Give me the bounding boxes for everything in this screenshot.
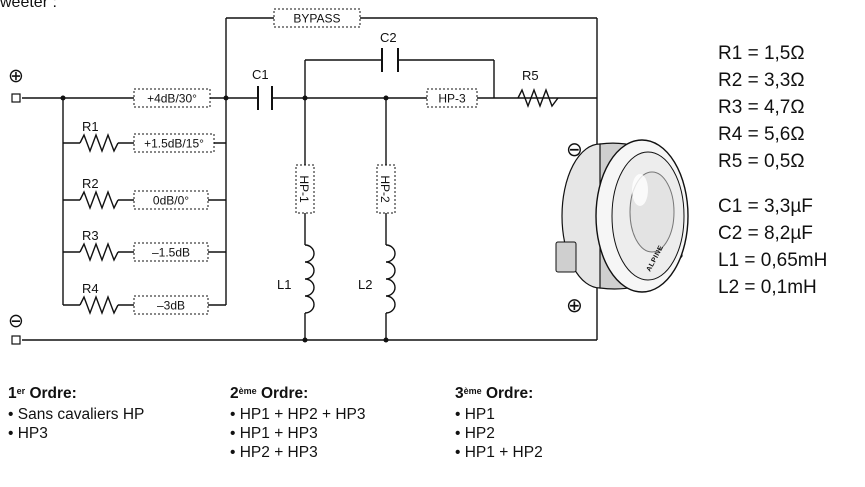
value-c1: C1 = 3,3µF [718, 196, 813, 217]
r1-resistor [79, 133, 119, 153]
jumper-hp3 [426, 88, 478, 108]
order-3-list: HP1 HP2 HP1 + HP2 [455, 405, 543, 462]
order-2-list: HP1 + HP2 + HP3 HP1 + HP3 HP2 + HP3 [230, 405, 366, 462]
header-fragment: weeter : [0, 0, 57, 11]
svg-text:L2: L2 [358, 277, 372, 292]
positive-terminal [11, 93, 21, 103]
jumper-m15db [133, 242, 209, 262]
value-l1: L1 = 0,65mH [718, 250, 828, 271]
bypass-jumper [273, 8, 361, 28]
negative-terminal-symbol: ⊖ [8, 311, 24, 332]
jumper-hp1 [295, 164, 315, 214]
svg-text:R4: R4 [82, 281, 99, 296]
order-1: 1er Ordre: Sans cavaliers HP HP3 [8, 384, 144, 443]
order-2: 2ème Ordre: HP1 + HP2 + HP3 HP1 + HP3 HP… [230, 384, 366, 462]
positive-terminal-symbol: ⊕ [8, 66, 24, 87]
jumper-0db-0 [133, 190, 209, 210]
value-r2: R2 = 3,3Ω [718, 70, 805, 91]
svg-text:+4dB/30°: +4dB/30° [147, 92, 197, 106]
svg-text:R1: R1 [82, 119, 99, 134]
r4-resistor [79, 295, 119, 315]
l1-inductor [304, 244, 315, 314]
jumper-hp2 [376, 164, 396, 214]
value-r1: R1 = 1,5Ω [718, 43, 805, 64]
svg-text:HP-2: HP-2 [378, 175, 392, 203]
value-r4: R4 = 5,6Ω [718, 124, 805, 145]
r2-resistor [79, 190, 119, 210]
svg-text:–1.5dB: –1.5dB [152, 246, 190, 260]
svg-text:+1.5dB/15°: +1.5dB/15° [144, 137, 204, 151]
svg-text:C1: C1 [252, 67, 269, 82]
order-1-list: Sans cavaliers HP HP3 [8, 405, 145, 443]
bypass-label: BYPASS [293, 12, 340, 26]
order-3: 3ème Ordre: HP1 HP2 HP1 + HP2 [455, 384, 543, 462]
l2-inductor [385, 244, 396, 314]
svg-text:C2: C2 [380, 30, 397, 45]
svg-text:R5: R5 [522, 68, 539, 83]
svg-text:–3dB: –3dB [157, 299, 185, 313]
svg-text:R3: R3 [82, 228, 99, 243]
value-r5: R5 = 0,5Ω [718, 151, 805, 172]
component-values: R1 = 1,5Ω R2 = 3,3Ω R3 = 4,7Ω R4 = 5,6Ω … [718, 40, 827, 301]
svg-text:L1: L1 [277, 277, 291, 292]
r5-resistor [517, 88, 559, 108]
value-l2: L2 = 0,1mH [718, 277, 817, 298]
value-r3: R3 = 4,7Ω [718, 97, 805, 118]
r3-resistor [79, 242, 119, 262]
jumper-4db-30 [133, 88, 211, 108]
negative-terminal [11, 335, 21, 345]
svg-text:HP-1: HP-1 [297, 175, 311, 203]
speaker-positive-symbol: ⊕ [566, 295, 583, 317]
svg-text:HP-3: HP-3 [438, 92, 466, 106]
value-c2: C2 = 8,2µF [718, 223, 813, 244]
svg-text:0dB/0°: 0dB/0° [153, 194, 189, 208]
jumper-m3db [133, 295, 209, 315]
svg-text:R2: R2 [82, 176, 99, 191]
jumper-15db-15 [133, 133, 215, 153]
tweeter-speaker-icon: ALPINE [555, 139, 689, 293]
